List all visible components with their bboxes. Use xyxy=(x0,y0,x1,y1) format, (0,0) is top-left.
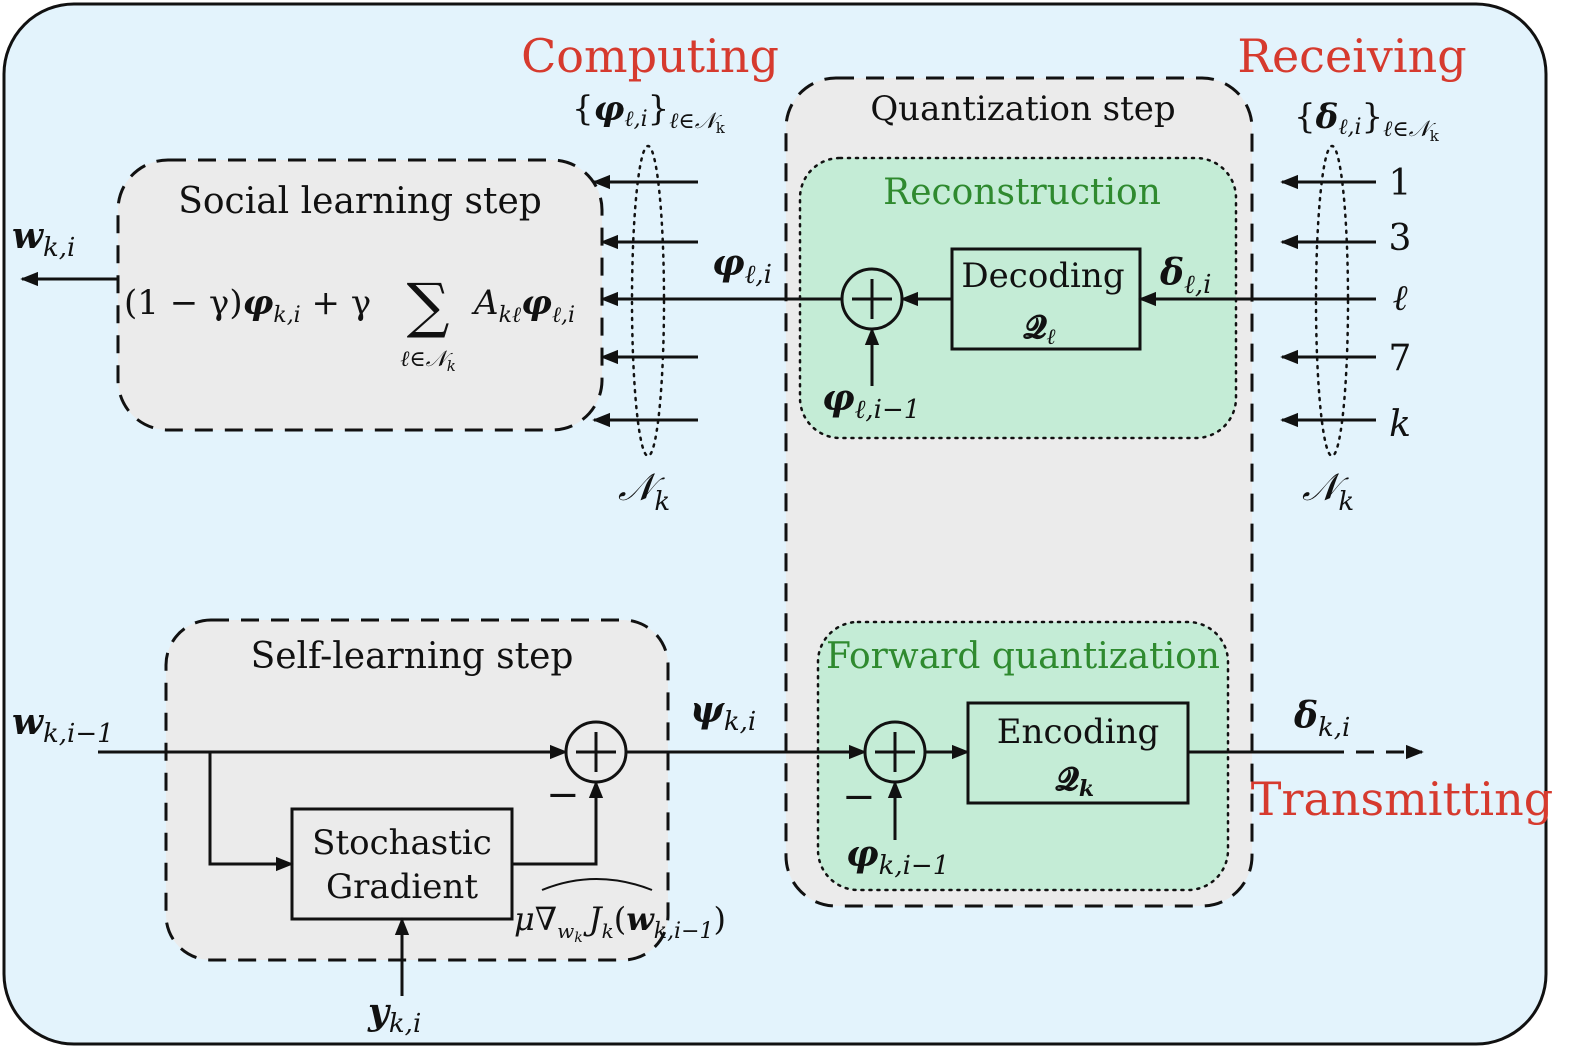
header-receiving: Receiving xyxy=(1237,29,1466,83)
minus-forward: − xyxy=(842,774,876,820)
set-phi-label: {φℓ,i}ℓ∈𝒩k xyxy=(572,89,726,137)
label-y: yk,i xyxy=(367,991,421,1039)
arrow-gradient-to-sum xyxy=(512,780,604,866)
label-w-out: wk,i xyxy=(12,215,75,263)
forward-quantization-title: Forward quantization xyxy=(826,636,1220,677)
reconstruction-title: Reconstruction xyxy=(883,172,1161,213)
label-delta-l: δℓ,i xyxy=(1159,252,1211,300)
neighbor-ellipse-left xyxy=(630,144,666,458)
label-phi-prev-k: φk,i−1 xyxy=(846,833,949,881)
neighbor-label-7: 7 xyxy=(1389,338,1412,379)
neighbor-label-k: k xyxy=(1389,404,1411,445)
social-formula: (1 − γ)φk,i + γ xyxy=(124,283,371,328)
neighbor-label-1: 1 xyxy=(1389,163,1412,204)
header-transmitting: Transmitting xyxy=(1251,772,1553,826)
decoding-box xyxy=(950,247,1142,351)
encoding-q: 𝓠k xyxy=(1055,760,1094,802)
stochastic-label: Stochastic xyxy=(312,823,492,863)
self-learning-title: Self-learning step xyxy=(251,636,574,677)
header-computing: Computing xyxy=(521,29,779,83)
neighbor-label-3: 3 xyxy=(1389,218,1412,259)
gradient-label: Gradient xyxy=(326,867,478,907)
decoding-q: 𝓠ℓ xyxy=(1023,308,1056,350)
label-phi-l: φℓ,i xyxy=(712,242,772,290)
social-sum-sign: ∑ xyxy=(407,271,450,341)
label-psi: ψk,i xyxy=(690,689,756,737)
label-delta-k: δk,i xyxy=(1293,695,1350,743)
label-w-in: wk,i−1 xyxy=(12,701,114,749)
gradient-hat xyxy=(541,878,653,891)
label-phi-prev-l: φℓ,i−1 xyxy=(822,377,920,425)
social-learning-title: Social learning step xyxy=(178,181,542,222)
neighbor-label-l: ℓ xyxy=(1393,278,1408,319)
decoding-label: Decoding xyxy=(961,256,1124,296)
nk-left-label: 𝒩k xyxy=(618,465,670,517)
social-sum-subscript: ℓ∈𝒩k xyxy=(400,347,456,375)
set-delta-label: {δℓ,i}ℓ∈𝒩k xyxy=(1294,97,1440,145)
encoding-box xyxy=(966,701,1190,805)
nk-right-label: 𝒩k xyxy=(1302,465,1354,517)
minus-self: − xyxy=(546,772,580,818)
encoding-label: Encoding xyxy=(997,712,1160,752)
arrow-branch-to-gradient xyxy=(208,752,294,872)
social-formula-tail: Akℓφℓ,i xyxy=(471,283,575,328)
neighbor-ellipse-right xyxy=(1314,144,1350,458)
quantization-title: Quantization step xyxy=(870,89,1175,129)
